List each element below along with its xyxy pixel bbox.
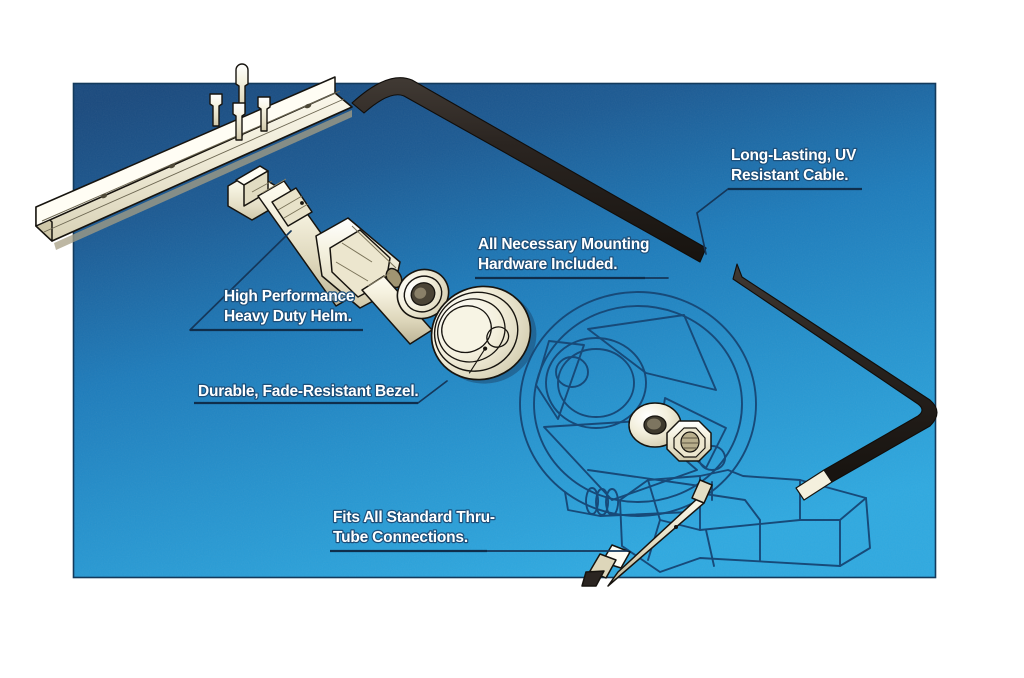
callout-all-necessary-mounting-hardware-included: All Necessary Mounting Hardware Included… — [477, 235, 651, 274]
steering-cable-lower — [732, 263, 938, 501]
bezel-washer-ring — [396, 268, 450, 320]
callout-high-performance-heavy-duty-helm: High Performance Heavy Duty Helm. — [223, 287, 356, 326]
mounting-bolt-4 — [257, 96, 271, 132]
mounting-bolts-group — [209, 63, 271, 141]
callout-labels: Long-Lasting, UV Resistant Cable. All Ne… — [197, 146, 859, 547]
rotary-helm-assembly — [227, 165, 433, 345]
callout-bezel-line-1: Durable, Fade-Resistant Bezel. — [198, 383, 419, 400]
callout-underlines — [190, 187, 862, 553]
leader-cable — [696, 188, 729, 255]
leader-helm — [189, 230, 292, 331]
outboard-bracket-ghost — [564, 445, 871, 573]
callout-hardware-line-1: All Necessary Mounting — [478, 236, 649, 253]
callout-thru-tube-line-2: Tube Connections. — [333, 529, 468, 546]
ghost-line-artwork — [519, 291, 871, 573]
steering-ram-tube — [581, 479, 713, 587]
leader-bezel — [417, 380, 448, 404]
bezel-cone — [430, 285, 537, 384]
callout-helm-line-2: Heavy Duty Helm. — [224, 308, 352, 325]
callout-thru-tube-line-1: Fits All Standard Thru- — [333, 509, 495, 526]
callout-long-lasting-uv-resistant-cable: Long-Lasting, UV Resistant Cable. — [730, 146, 859, 185]
callout-fits-all-standard-thru-tube-connections: Fits All Standard Thru- Tube Connections… — [332, 508, 497, 547]
callout-leader-lines — [189, 188, 729, 552]
mounting-bolt-1 — [209, 93, 223, 127]
callout-durable-fade-resistant-bezel: Durable, Fade-Resistant Bezel. — [197, 382, 420, 401]
steering-cable-upper — [351, 77, 707, 263]
helm-collar-front — [271, 187, 313, 227]
callout-cable-line-1: Long-Lasting, UV — [731, 147, 857, 164]
cable-end-ferrule — [795, 469, 833, 501]
callout-helm-line-1: High Performance — [224, 288, 355, 305]
mounting-rail-track — [35, 76, 353, 250]
steering-wheel-ghost — [519, 291, 757, 517]
callout-hardware-line-2: Hardware Included. — [478, 256, 617, 273]
mounting-bolt-3 — [232, 102, 246, 141]
callout-cable-line-2: Resistant Cable. — [731, 167, 848, 184]
hex-nut — [666, 420, 712, 462]
